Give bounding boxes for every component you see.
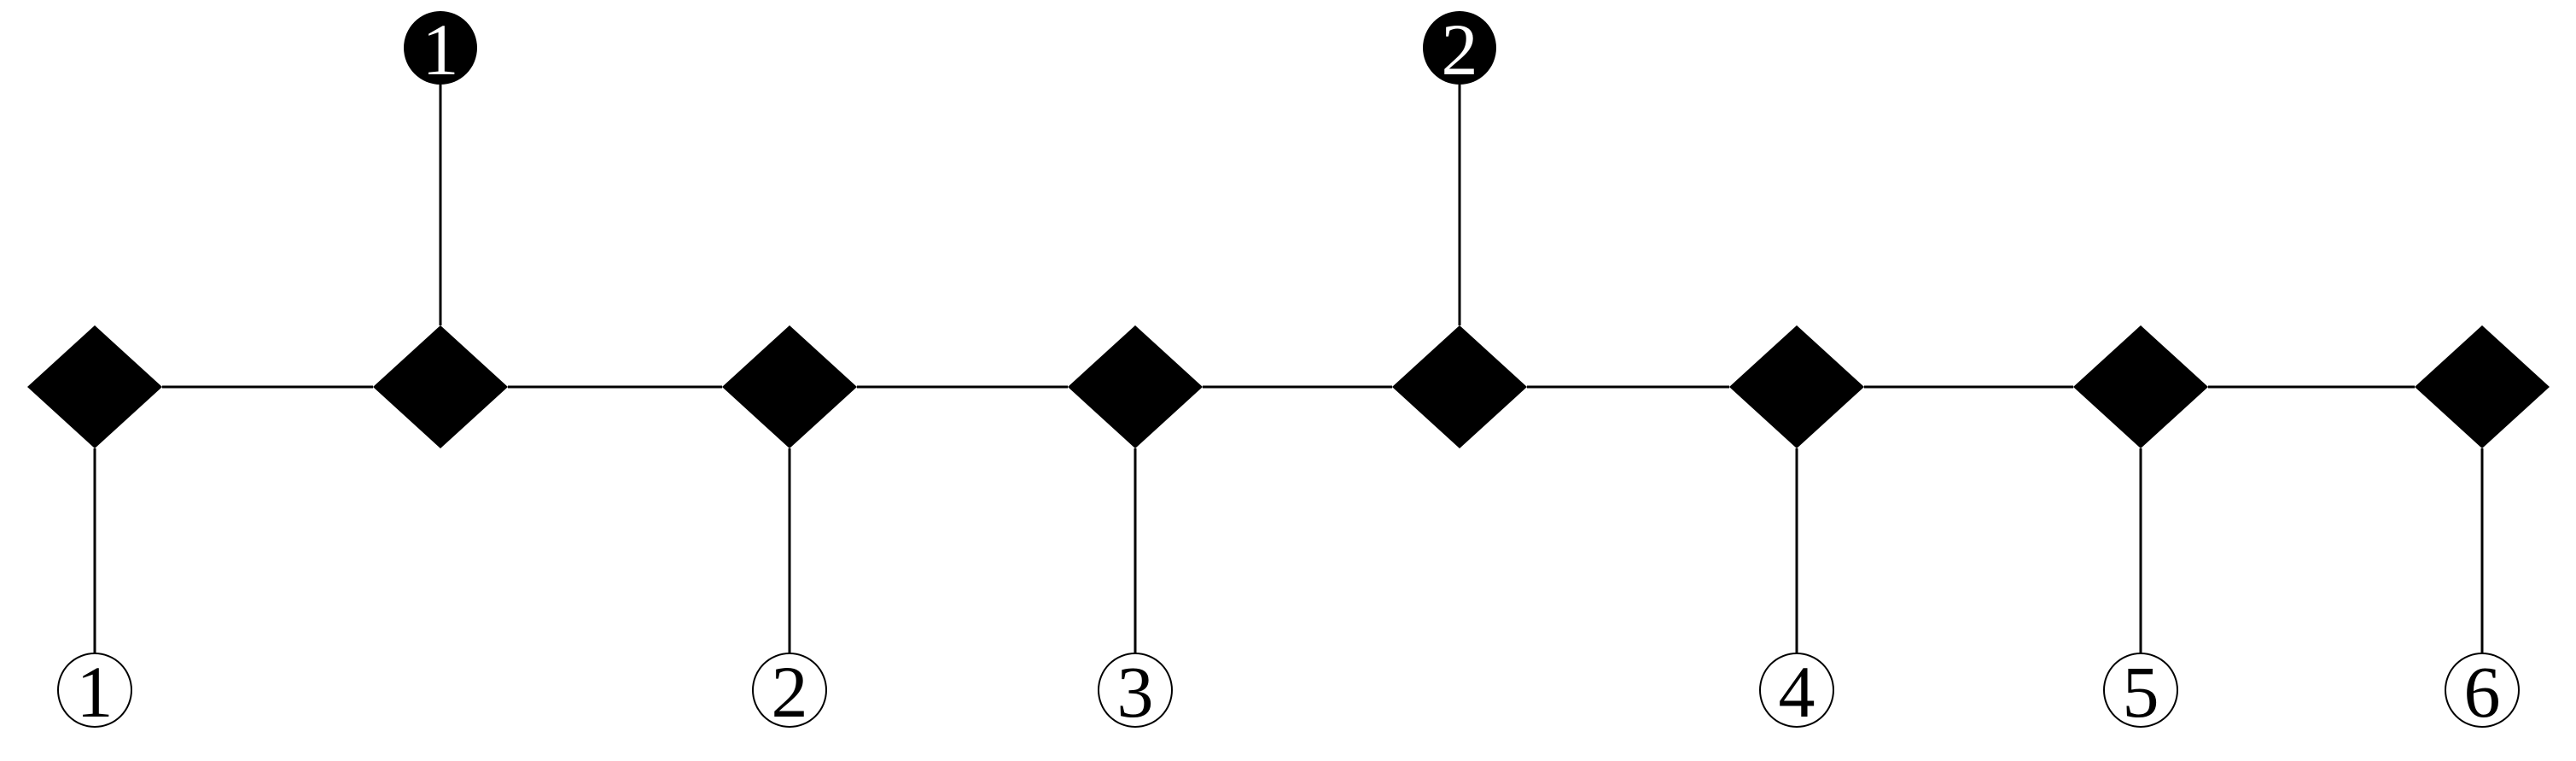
edges-layer — [93, 85, 2484, 653]
spine-diamond-node[interactable] — [1392, 325, 1527, 448]
spine-diamond-node[interactable] — [2073, 325, 2208, 448]
spine-diamond-node[interactable] — [373, 325, 508, 448]
spine-diamond-node[interactable] — [722, 325, 857, 448]
spine-diamond-node[interactable] — [2415, 325, 2550, 448]
bottom-variable-node-label: 1 — [77, 651, 114, 733]
spine-diamond-node[interactable] — [27, 325, 162, 448]
nodes-layer — [27, 11, 2550, 728]
top-factor-node[interactable] — [1423, 11, 1496, 85]
bottom-variable-node[interactable] — [752, 653, 827, 728]
spine-diamond-node[interactable] — [1729, 325, 1864, 448]
bottom-variable-node-label: 2 — [772, 651, 808, 733]
bottom-variable-node[interactable] — [57, 653, 132, 728]
top-factor-node-label: 2 — [1442, 9, 1478, 91]
bottom-variable-node-label: 5 — [2123, 651, 2159, 733]
top-factor-node-label: 1 — [423, 9, 459, 91]
bottom-variable-node-label: 4 — [1779, 651, 1815, 733]
bottom-variable-node[interactable] — [2445, 653, 2520, 728]
bottom-variable-node[interactable] — [2103, 653, 2178, 728]
bottom-variable-node-label: 3 — [1117, 651, 1154, 733]
bottom-variable-node[interactable] — [1759, 653, 1834, 728]
bottom-variable-node-label: 6 — [2464, 651, 2501, 733]
labels-layer: 1 2 1 2 3 4 5 6 — [77, 9, 2501, 733]
bottom-variable-node[interactable] — [1098, 653, 1173, 728]
spine-diamond-node[interactable] — [1068, 325, 1203, 448]
top-factor-node[interactable] — [404, 11, 477, 85]
